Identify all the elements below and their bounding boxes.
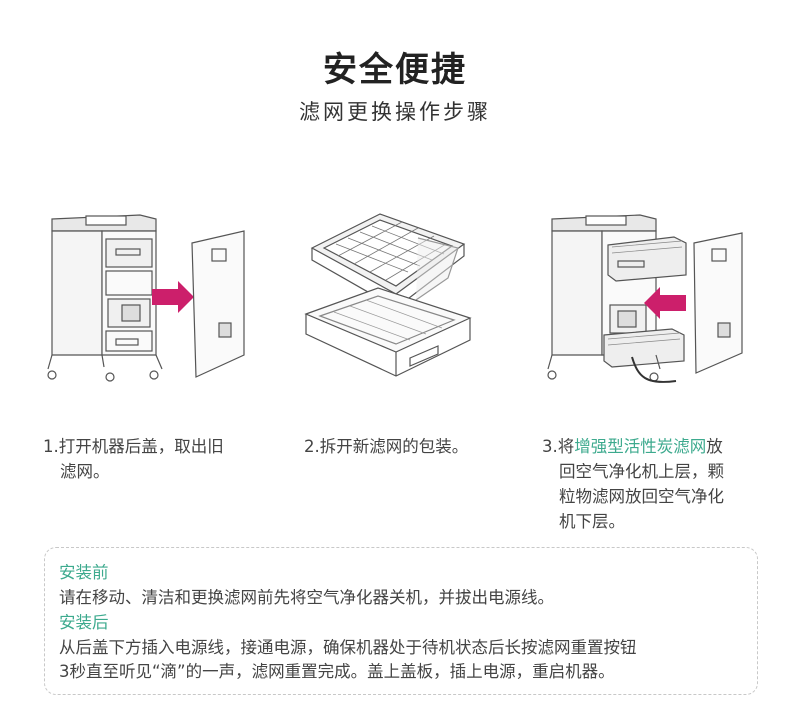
step-text: 滤网。	[60, 462, 110, 481]
step-number: 3.	[542, 437, 558, 456]
before-install-title: 安装前	[59, 563, 109, 582]
purifier-open-cover-illustration	[44, 205, 264, 395]
step-number: 1.	[43, 437, 59, 456]
step-number: 2.	[304, 437, 320, 456]
step-text: 拆开新滤网的包装。	[319, 437, 469, 456]
step-2-caption: 2.拆开新滤网的包装。	[304, 434, 514, 459]
step-1-caption: 1.打开机器后盖，取出旧 滤网。	[43, 434, 273, 484]
step-text: 机下层。	[559, 512, 625, 531]
step-text: 将	[557, 437, 575, 456]
arrow-left-icon	[644, 287, 686, 319]
filter-unpack-illustration	[298, 208, 484, 388]
step-text: 回空气净化机上层，颗	[559, 462, 724, 481]
arrow-right-icon	[152, 281, 194, 313]
before-install-text: 请在移动、清洁和更换滤网前先将空气净化器关机，并拔出电源线。	[59, 588, 554, 607]
page-title: 安全便捷	[323, 50, 467, 90]
installation-notes-box: 安装前 请在移动、清洁和更换滤网前先将空气净化器关机，并拔出电源线。 安装后 从…	[44, 547, 758, 695]
step-text: 放	[706, 437, 723, 456]
step-text: 打开机器后盖，取出旧	[58, 437, 224, 456]
after-install-title: 安装后	[59, 613, 109, 632]
after-install-text-line-2: 3秒直至听见“滴”的一声，滤网重置完成。盖上盖板，插上电源，重启机器。	[59, 662, 615, 681]
after-install-text-line-1: 从后盖下方插入电源线，接通电源，确保机器处于待机状态后长按滤网重置按钮	[59, 638, 637, 657]
purifier-insert-filter-illustration	[546, 205, 756, 395]
step-text: 粒物滤网放回空气净化	[559, 487, 724, 506]
filter-name-highlight: 增强型活性炭滤网	[574, 437, 707, 456]
step-3-caption: 3.将增强型活性炭滤网放 回空气净化机上层，颗 粒物滤网放回空气净化 机下层。	[542, 434, 767, 534]
page-subtitle: 滤网更换操作步骤	[299, 100, 491, 124]
